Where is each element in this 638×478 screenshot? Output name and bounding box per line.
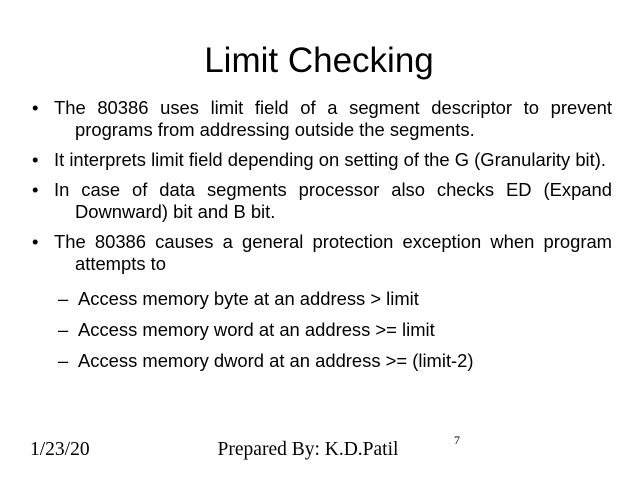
sub-bullet-line: Access memory word at an address >= limi… bbox=[78, 319, 435, 340]
bullet-line: The 80386 causes a general protection ex… bbox=[54, 231, 612, 252]
bullet-item: • It interprets limit field depending on… bbox=[30, 149, 612, 171]
bullet-line: attempts to bbox=[75, 253, 166, 274]
bullet-marker: • bbox=[32, 149, 39, 170]
bullet-item: • The 80386 uses limit field of a segmen… bbox=[30, 97, 612, 141]
sub-bullet-line: Access memory dword at an address >= (li… bbox=[78, 350, 474, 371]
slide-body: • The 80386 uses limit field of a segmen… bbox=[30, 97, 612, 381]
footer-date: 1/23/20 bbox=[30, 439, 90, 460]
bullet-line: The 80386 uses limit field of a segment … bbox=[54, 97, 612, 118]
dash-marker: – bbox=[58, 288, 69, 309]
slide-title: Limit Checking bbox=[204, 41, 434, 80]
bullet-marker: • bbox=[32, 231, 39, 252]
sub-bullet-item: – Access memory dword at an address >= (… bbox=[30, 350, 612, 372]
footer-author: Prepared By: K.D.Patil bbox=[217, 439, 399, 460]
bullet-line: It interprets limit field depending on s… bbox=[54, 149, 606, 170]
sub-bullet-line: Access memory byte at an address > limit bbox=[78, 288, 419, 309]
sub-bullet-item: – Access memory byte at an address > lim… bbox=[30, 288, 612, 310]
bullet-line: In case of data segments processor also … bbox=[54, 179, 612, 200]
page-number: 7 bbox=[454, 433, 460, 447]
bullet-marker: • bbox=[32, 179, 39, 200]
dash-marker: – bbox=[58, 319, 69, 340]
bullet-item: • In case of data segments processor als… bbox=[30, 179, 612, 223]
bullet-marker: • bbox=[32, 97, 39, 118]
bullet-line: programs from addressing outside the seg… bbox=[75, 119, 475, 140]
sub-bullet-item: – Access memory word at an address >= li… bbox=[30, 319, 612, 341]
bullet-item: • The 80386 causes a general protection … bbox=[30, 231, 612, 275]
bullet-line: Downward) bit and B bit. bbox=[75, 201, 276, 222]
dash-marker: – bbox=[58, 350, 69, 371]
